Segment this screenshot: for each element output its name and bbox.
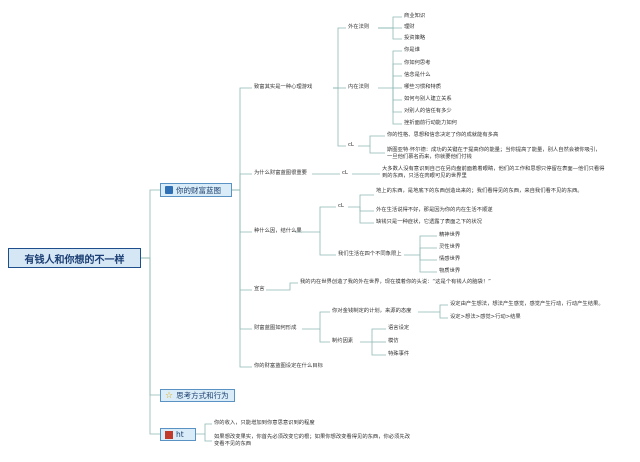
node-outer-law[interactable]: 外在法则 xyxy=(348,24,370,30)
flag-icon xyxy=(165,186,173,194)
node-outer-item[interactable]: 投资策略 xyxy=(404,35,426,41)
node-mind-game[interactable]: 致富其实是一种心理游戏 xyxy=(254,84,313,90)
node-inner-law[interactable]: 内在法则 xyxy=(348,84,370,90)
node-inner-item[interactable]: 挫折面前行动能力如何 xyxy=(404,120,457,126)
node-seeds[interactable]: 种什么因，结什么果 xyxy=(254,228,302,234)
node-inner-item[interactable]: 哪些习惯和特质 xyxy=(404,84,442,90)
node-factor[interactable]: 特殊事件 xyxy=(388,351,410,357)
star-icon: ☆ xyxy=(165,390,174,401)
node-note[interactable]: 缺钱只是一种症状，它透露了表面之下的状况 xyxy=(376,219,482,225)
branch-wealth-blueprint[interactable]: 你的财富蓝图 xyxy=(160,183,232,197)
node-tag[interactable]: cL xyxy=(348,142,354,148)
node-note[interactable]: 外在生活说得不好，那是因为你的内在生活不顺遂 xyxy=(376,207,493,213)
node-note[interactable]: 大多数人没有意识到自己在另向盘前面着着眼睛，他们的工作和思想只停留在表面—他们只… xyxy=(382,166,605,179)
node-four-worlds[interactable]: 我们生活在四个不同象限上 xyxy=(338,251,402,257)
node-outer-item[interactable]: 理财 xyxy=(404,24,415,30)
node-declaration[interactable]: 宣言 xyxy=(254,286,265,292)
node-world[interactable]: 情感世界 xyxy=(439,256,461,262)
node-note[interactable]: 你的性格、思想和信念决定了你的成就能有多高 xyxy=(387,132,499,138)
node-note[interactable]: 设定>想法>感觉>行动>结果 xyxy=(450,314,521,320)
node-why-important[interactable]: 为什么财富蓝图很重要 xyxy=(254,170,307,176)
node-world[interactable]: 灵性世界 xyxy=(439,244,461,250)
node-how-formed[interactable]: 财富蓝图如何形成 xyxy=(254,325,297,331)
node-inner-item[interactable]: 如何与别人建立关系 xyxy=(404,96,452,102)
node-blueprint-target[interactable]: 你的财富蓝图设定在什么目标 xyxy=(254,363,323,369)
branch-ht[interactable]: ht xyxy=(160,428,196,441)
node-note[interactable]: 设定由产生想法，想法产生感觉，感觉产生行动，行动产生结果。 xyxy=(450,301,604,307)
node-world[interactable]: 物质世界 xyxy=(439,268,461,274)
node-note[interactable]: 我的内在世界创造了我的外在世界，现在摸着你的头说：“这是个有钱人的脑袋！” xyxy=(300,279,491,285)
node-programming[interactable]: 你对金钱制定的计划，来源的态度 xyxy=(332,308,412,314)
branch-label: ht xyxy=(176,430,184,439)
node-note[interactable]: 如果想改变果实，你首先必须改变它的根；如果你想改变看得见的东西，你必须先改变看不… xyxy=(214,434,410,447)
branch-label: 思考方式和行为 xyxy=(176,391,229,400)
node-note[interactable]: 斯图亚特·怀尔德：成功的关键在于提高你的能量；当你提高了能量，别人自然会被你吸引… xyxy=(387,147,601,160)
root-topic[interactable]: 有钱人和你想的不一样 xyxy=(8,248,141,268)
node-inner-item[interactable]: 信念是什么 xyxy=(404,72,431,78)
node-outer-item[interactable]: 商业知识 xyxy=(404,13,426,19)
branch-label: 你的财富蓝图 xyxy=(176,185,221,195)
node-factors[interactable]: 制约因素 xyxy=(332,338,354,344)
node-inner-item[interactable]: 你如何思考 xyxy=(404,60,431,66)
node-inner-item[interactable]: 对别人的信任有多少 xyxy=(404,108,452,114)
node-factor[interactable]: 模仿 xyxy=(388,338,399,344)
node-factor[interactable]: 语言设定 xyxy=(388,325,410,331)
node-note[interactable]: 你的收入，只能增加到你意思意识到的程度 xyxy=(214,420,315,426)
node-tag[interactable]: cL xyxy=(338,203,344,209)
node-inner-item[interactable]: 你是谁 xyxy=(404,47,420,53)
branch-thinking-behavior[interactable]: ☆ 思考方式和行为 xyxy=(160,389,235,402)
book-icon xyxy=(165,430,173,439)
node-note[interactable]: 地上的东西，是地底下的东西创造出来的；我们看得见的东西，来自我们看不见的东西。 xyxy=(376,188,583,194)
node-world[interactable]: 精神世界 xyxy=(439,232,461,238)
node-tag[interactable]: cL xyxy=(342,170,348,176)
